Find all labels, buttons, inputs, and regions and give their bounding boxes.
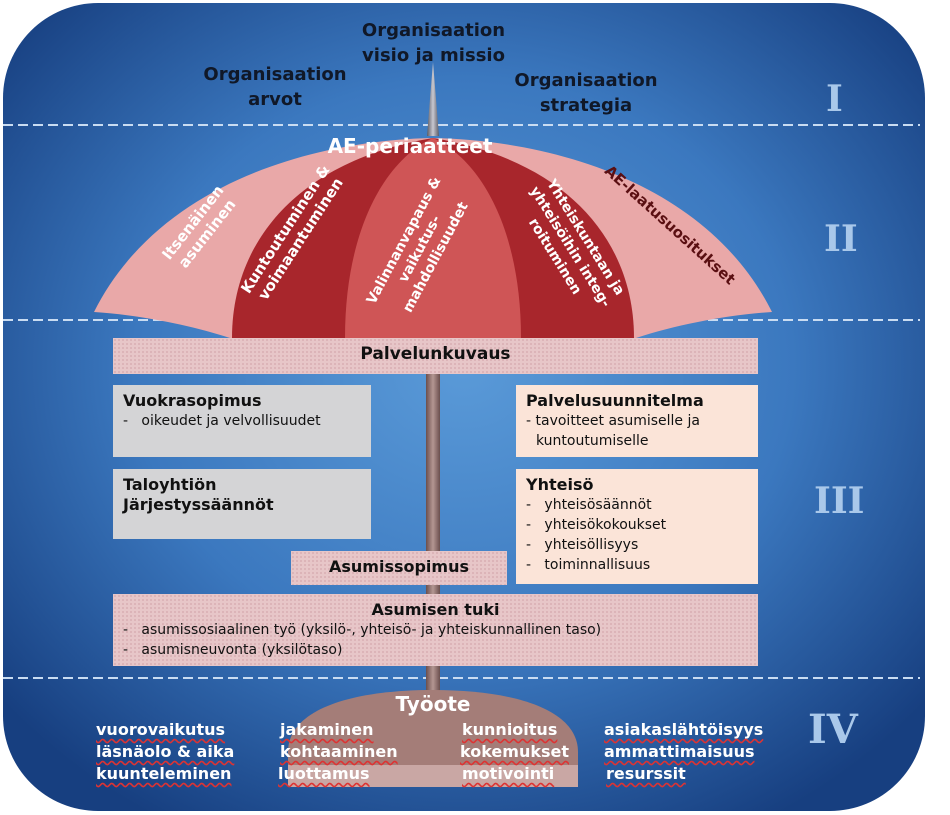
housing-support-box: Asumisen tuki - asumissosiaalinen työ (y… bbox=[113, 594, 758, 666]
work-attribute: kuunteleminen bbox=[96, 764, 232, 783]
umbrella-spire bbox=[427, 62, 439, 136]
service-plan-item-cont: kuntoutumiselle bbox=[536, 433, 649, 449]
work-title: Työote bbox=[395, 692, 471, 716]
house-rules-box: Taloyhtiön Järjestyssäännöt bbox=[113, 469, 371, 539]
level-3-numeral: III bbox=[814, 480, 865, 522]
community-item: - yhteisökokoukset bbox=[526, 517, 667, 533]
umbrella-title: AE-periaatteet bbox=[327, 134, 493, 158]
work-attribute: ammattimaisuus bbox=[604, 742, 755, 761]
lease-box: Vuokrasopimus - oikeudet ja velvollisuud… bbox=[113, 385, 371, 457]
work-attribute: motivointi bbox=[462, 764, 555, 783]
housing-support-item: - asumisneuvonta (yksilötaso) bbox=[123, 642, 343, 658]
work-attribute: asiakaslähtöisyys bbox=[604, 720, 764, 739]
service-description-title: Palvelunkuvaus bbox=[360, 344, 511, 364]
work-attribute: kokemukset bbox=[460, 742, 569, 761]
community-item: - yhteisöllisyys bbox=[526, 537, 639, 553]
work-dome bbox=[288, 690, 578, 786]
service-plan-title: Palvelusuunnitelma bbox=[526, 391, 704, 410]
service-description-box: Palvelunkuvaus bbox=[113, 338, 758, 374]
work-attribute: resurssit bbox=[606, 764, 686, 783]
work-attribute: luottamus bbox=[278, 764, 370, 783]
work-dome-base bbox=[288, 765, 578, 787]
community-box: Yhteisö - yhteisösäännöt - yhteisökokouk… bbox=[516, 469, 758, 584]
work-attribute: kohtaaminen bbox=[280, 742, 398, 761]
work-attribute: jakaminen bbox=[280, 720, 374, 739]
work-attribute: läsnäolo & aika bbox=[96, 742, 235, 761]
canopy-panel-3 bbox=[345, 138, 521, 338]
lease-title: Vuokrasopimus bbox=[123, 391, 262, 410]
level-4-numeral: IV bbox=[808, 706, 858, 753]
service-plan-item: - tavoitteet asumiselle ja bbox=[526, 413, 700, 429]
umbrella-canopy bbox=[94, 138, 772, 338]
housing-support-title: Asumisen tuki bbox=[371, 600, 500, 619]
service-plan-box: Palvelusuunnitelma - tavoitteet asumisel… bbox=[516, 385, 758, 457]
house-rules-title-2: Järjestyssäännöt bbox=[123, 495, 274, 514]
level-2-numeral: II bbox=[824, 218, 858, 260]
work-attribute: kunnioitus bbox=[462, 720, 558, 739]
house-rules-title: Taloyhtiön bbox=[123, 475, 217, 494]
lease-item: - oikeudet ja velvollisuudet bbox=[123, 413, 321, 429]
community-item: - yhteisösäännöt bbox=[526, 497, 652, 513]
work-attribute: vuorovaikutus bbox=[96, 720, 225, 739]
housing-support-item: - asumissosiaalinen työ (yksilö-, yhteis… bbox=[123, 622, 602, 638]
housing-agreement-title: Asumissopimus bbox=[328, 557, 469, 576]
housing-agreement-box: Asumissopimus bbox=[291, 551, 507, 585]
community-title: Yhteisö bbox=[526, 475, 594, 494]
level-1-numeral: I bbox=[826, 78, 843, 120]
community-item: - toiminnallisuus bbox=[526, 557, 651, 573]
